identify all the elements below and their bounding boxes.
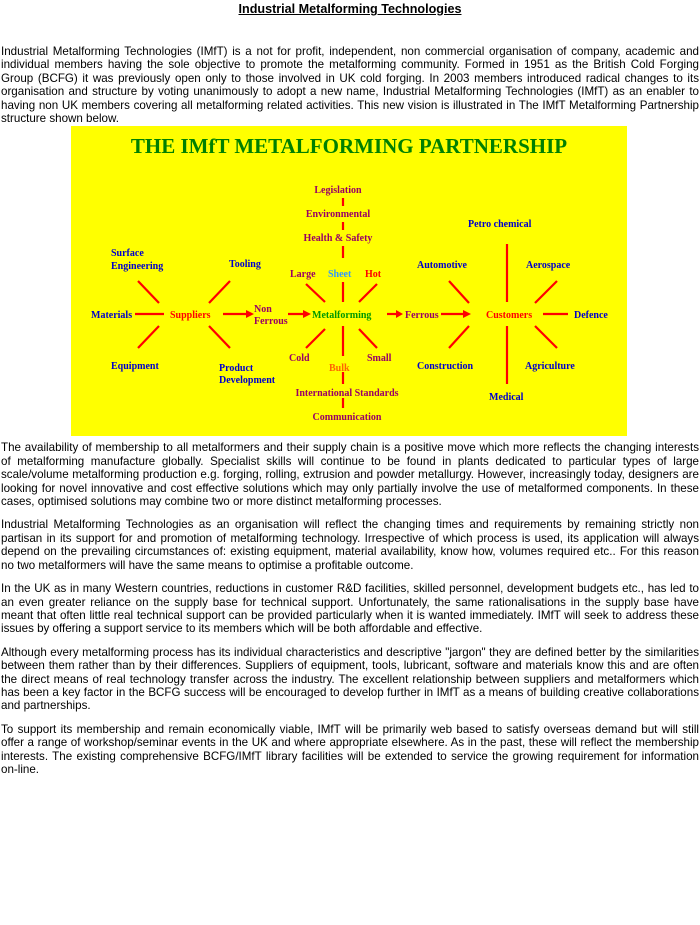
arrowhead-nonferrous (246, 310, 254, 319)
connector-surface-suppliers (137, 280, 160, 305)
connector-small-metalforming (358, 328, 378, 350)
page-title: Industrial Metalforming Technologies (238, 2, 462, 16)
diagram-arrowheads (246, 310, 471, 319)
connector-equipment-suppliers (137, 325, 160, 350)
label-environmental: Environmental (306, 209, 370, 220)
connector-cold-metalforming (305, 328, 326, 350)
label-health-safety: Health & Safety (304, 233, 373, 244)
diagram-background (71, 126, 627, 437)
label-sheet: Sheet (328, 269, 352, 280)
connector-hot-metalforming (358, 283, 378, 304)
label-legislation: Legislation (314, 185, 362, 196)
label-product-development-line1: Product (219, 363, 254, 374)
connector-tooling-suppliers (208, 280, 231, 305)
arrowhead-customers (463, 310, 471, 319)
label-petro-chemical: Petro chemical (468, 219, 532, 230)
diagram-title: THE IMfT METALFORMING PARTNERSHIP (131, 134, 567, 158)
label-ferrous: Ferrous (405, 310, 439, 321)
label-cold: Cold (289, 353, 310, 364)
partnership-diagram: THE IMfT METALFORMING PARTNERSHIP (71, 126, 627, 437)
diagram-connectors (135, 198, 568, 409)
label-international-standards: International Standards (295, 388, 398, 399)
label-agriculture: Agriculture (525, 361, 575, 372)
connector-automotive-customers (448, 280, 470, 305)
label-large: Large (290, 269, 316, 280)
jargon-paragraph: Although every metalforming process has … (1, 645, 699, 713)
label-customers: Customers (486, 310, 532, 321)
arrowhead-ferrous (396, 310, 403, 319)
label-construction: Construction (417, 361, 474, 372)
label-automotive: Automotive (417, 260, 468, 271)
label-non-ferrous-line1: Non (254, 304, 272, 315)
label-aerospace: Aerospace (526, 260, 571, 271)
arrowhead-metalforming (303, 310, 311, 319)
label-metalforming: Metalforming (312, 310, 371, 321)
label-medical: Medical (489, 392, 524, 403)
connector-aerospace-customers (534, 280, 558, 305)
label-bulk: Bulk (329, 363, 350, 374)
label-product-development-line2: Development (219, 375, 276, 386)
label-suppliers: Suppliers (170, 310, 211, 321)
label-hot: Hot (365, 269, 382, 280)
non-partisan-paragraph: Industrial Metalforming Technologies as … (1, 518, 699, 572)
partnership-diagram-svg: THE IMfT METALFORMING PARTNERSHIP (71, 126, 627, 437)
connector-agriculture-customers (534, 325, 558, 350)
label-surface-engineering-line2: Engineering (111, 261, 163, 272)
label-surface-engineering-line1: Surface (111, 248, 144, 259)
connector-construction-customers (448, 325, 470, 350)
uk-support-paragraph: In the UK as in many Western countries, … (1, 582, 699, 636)
label-equipment: Equipment (111, 361, 159, 372)
label-tooling: Tooling (229, 259, 261, 270)
label-non-ferrous-line2: Ferrous (254, 316, 288, 327)
connector-product-suppliers (208, 325, 231, 350)
label-materials: Materials (91, 310, 132, 321)
label-small: Small (367, 353, 392, 364)
label-defence: Defence (574, 310, 608, 321)
intro-paragraph: Industrial Metalforming Technologies (IM… (1, 45, 699, 126)
web-based-paragraph: To support its membership and remain eco… (1, 722, 699, 776)
connector-large-metalforming (305, 283, 326, 304)
label-communication: Communication (313, 412, 382, 423)
availability-paragraph: The availability of membership to all me… (1, 441, 699, 509)
